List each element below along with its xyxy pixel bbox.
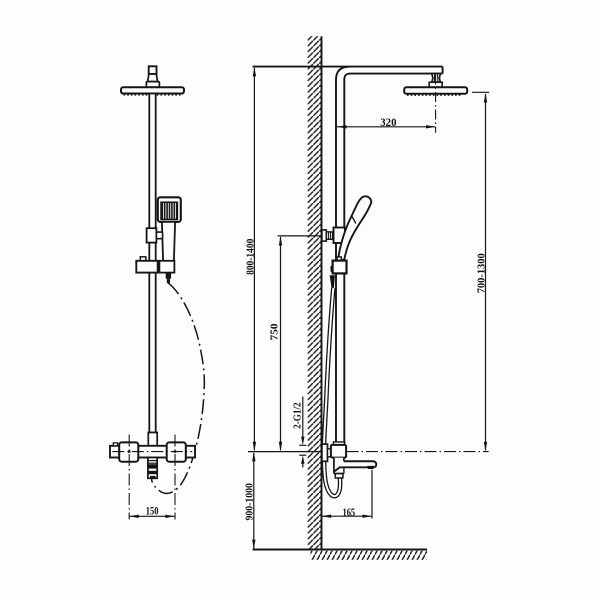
svg-text:750: 750 [269,323,281,341]
svg-text:150: 150 [146,505,159,517]
svg-text:320: 320 [380,117,397,129]
svg-text:700-1300: 700-1300 [476,253,488,293]
svg-text:800-1400: 800-1400 [245,238,257,275]
svg-text:900-1000: 900-1000 [244,483,256,521]
svg-text:2-G1/2: 2-G1/2 [292,402,304,429]
svg-text:165: 165 [343,507,356,519]
